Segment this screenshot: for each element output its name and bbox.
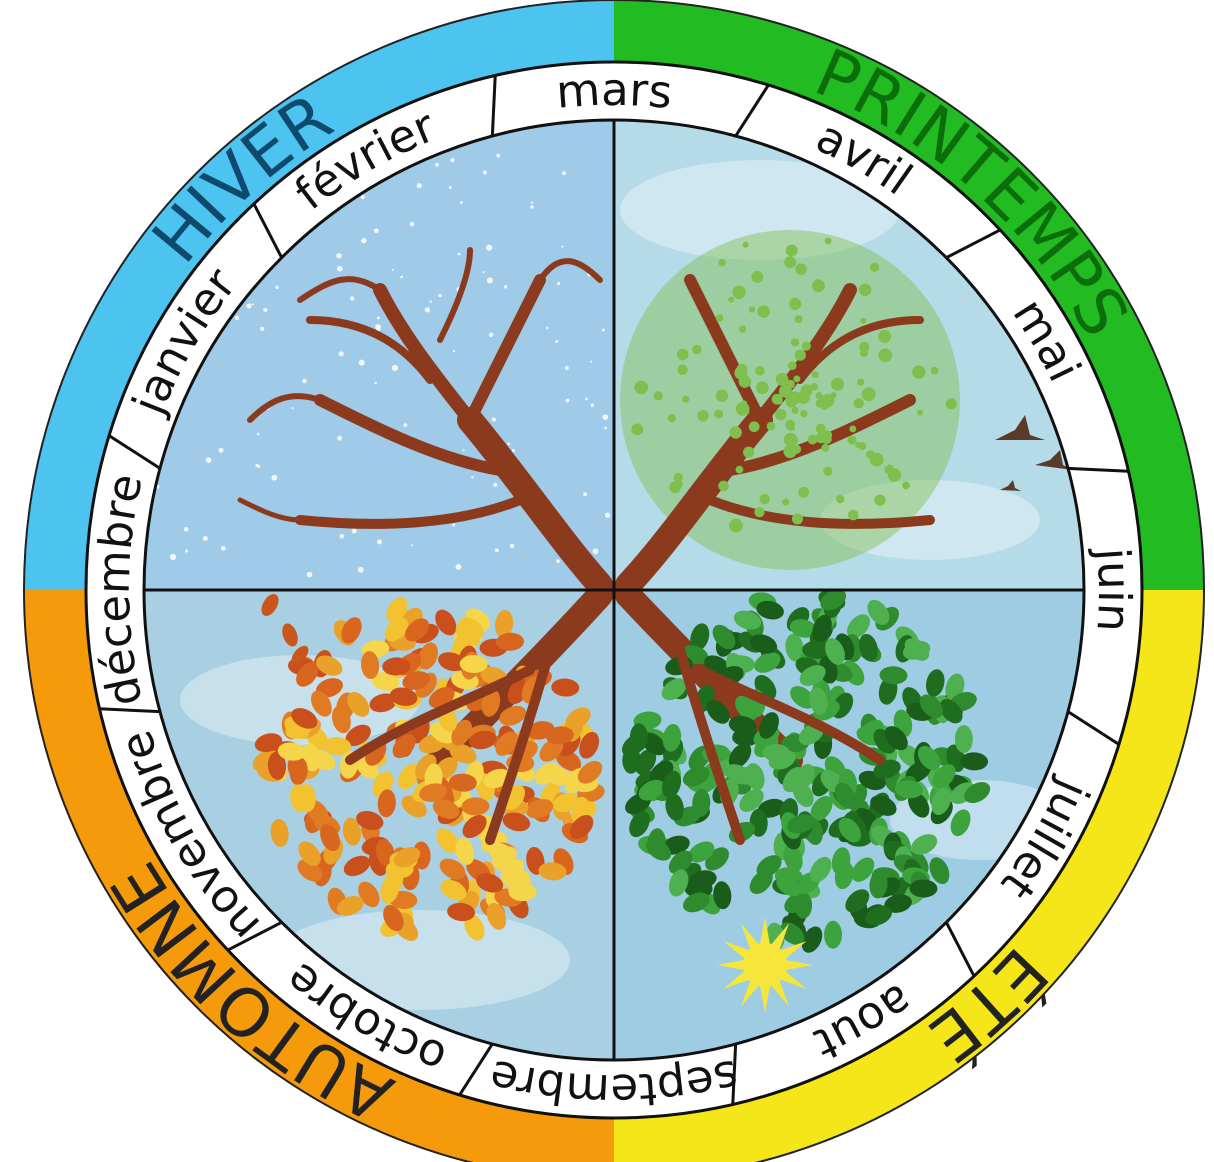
month-label-2: mars — [554, 63, 674, 119]
